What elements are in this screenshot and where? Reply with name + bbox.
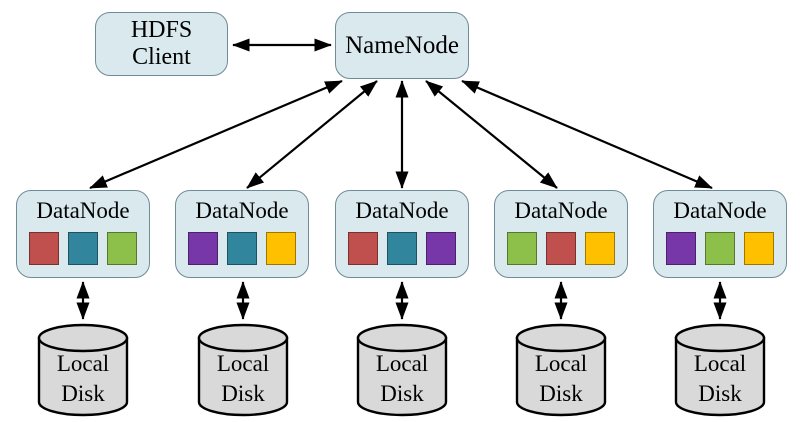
datanode-5-label: DataNode (673, 198, 767, 223)
hdfs-client-label-line1: HDFS (130, 17, 193, 43)
disk-label-line2: Disk (698, 381, 742, 406)
datanode-3-blocks (348, 232, 456, 265)
disk-cylinder-icon (197, 323, 289, 417)
data-block-icon (705, 232, 735, 265)
data-block-icon (546, 232, 576, 265)
datanode-4-blocks (507, 232, 615, 265)
disk-label-line1: Local (375, 351, 429, 376)
datanode-1-label: DataNode (36, 198, 130, 223)
data-block-icon (348, 232, 378, 265)
datanode-5-blocks (666, 232, 774, 265)
data-block-icon (666, 232, 696, 265)
data-block-icon (387, 232, 417, 265)
data-block-icon (188, 232, 218, 265)
datanode-3-label: DataNode (355, 198, 449, 223)
data-block-icon (585, 232, 615, 265)
data-block-icon (68, 232, 98, 265)
datanode-3: DataNode (335, 190, 469, 278)
disk-cylinder-icon (515, 323, 607, 417)
disk-cylinder-icon (674, 323, 766, 417)
disk-label-line1: Local (693, 351, 747, 376)
arrow-namenode-datanode-1 (89, 79, 343, 190)
namenode-node: NameNode (335, 12, 469, 79)
local-disk-3: Local Disk (355, 322, 449, 418)
data-block-icon (227, 232, 257, 265)
datanode-2: DataNode (175, 190, 309, 278)
local-disk-3-label: Local Disk (355, 349, 449, 409)
local-disk-2: Local Disk (196, 322, 290, 418)
data-block-icon (107, 232, 137, 265)
datanode-1: DataNode (16, 190, 150, 278)
local-disk-4-label: Local Disk (514, 349, 608, 409)
data-block-icon (744, 232, 774, 265)
datanode-2-blocks (188, 232, 296, 265)
arrow-namenode-datanode-5 (461, 79, 713, 190)
local-disk-1: Local Disk (36, 322, 130, 418)
hdfs-client-node: HDFS Client (95, 12, 228, 76)
disk-label-line1: Local (216, 351, 270, 376)
data-block-icon (29, 232, 59, 265)
disk-label-line2: Disk (61, 381, 105, 406)
disk-label-line2: Disk (539, 381, 583, 406)
disk-label-line1: Local (534, 351, 588, 376)
data-block-icon (266, 232, 296, 265)
datanode-2-label: DataNode (195, 198, 289, 223)
disk-label-line2: Disk (380, 381, 424, 406)
disk-label-line2: Disk (221, 381, 265, 406)
local-disk-4: Local Disk (514, 322, 608, 418)
local-disk-1-label: Local Disk (36, 349, 130, 409)
namenode-label: NameNode (345, 31, 459, 59)
local-disk-2-label: Local Disk (196, 349, 290, 409)
local-disk-5-label: Local Disk (673, 349, 767, 409)
data-block-icon (507, 232, 537, 265)
datanode-4: DataNode (494, 190, 628, 278)
datanode-5: DataNode (653, 190, 787, 278)
disk-cylinder-icon (356, 323, 448, 417)
disk-label-line1: Local (56, 351, 110, 376)
arrow-namenode-datanode-2 (246, 80, 378, 189)
data-block-icon (426, 232, 456, 265)
datanode-4-label: DataNode (514, 198, 608, 223)
arrow-namenode-datanode-4 (425, 80, 558, 189)
hdfs-client-label-line2: Client (132, 44, 191, 70)
local-disk-5: Local Disk (673, 322, 767, 418)
datanode-1-blocks (29, 232, 137, 265)
disk-cylinder-icon (37, 323, 129, 417)
